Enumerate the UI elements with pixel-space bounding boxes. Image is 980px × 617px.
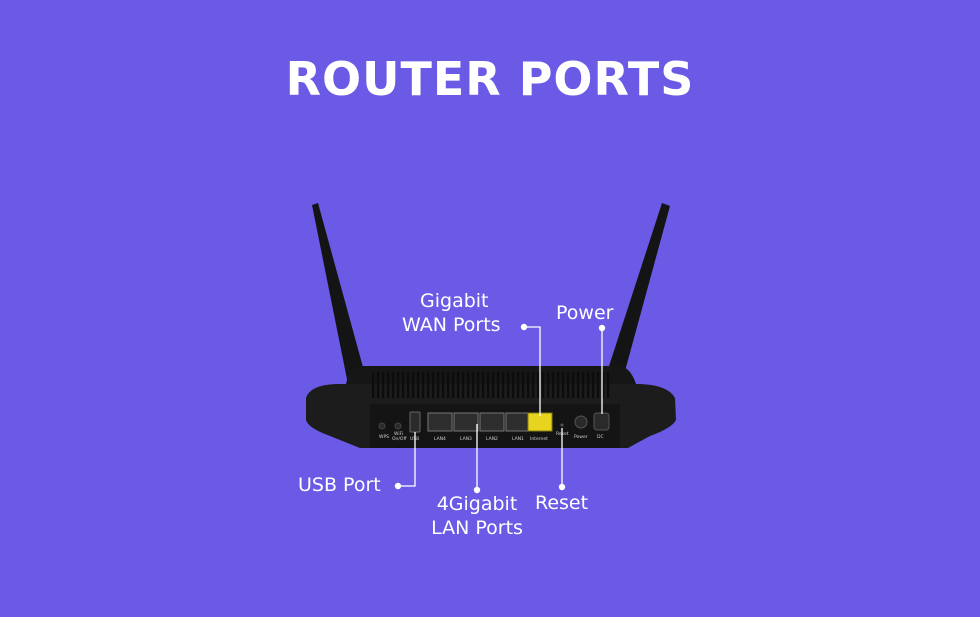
vent-slot: [472, 372, 475, 398]
vent-slot: [427, 372, 430, 398]
usb-callout-line: [398, 432, 416, 487]
wifi-label-1: WiFi: [394, 431, 403, 437]
vent-slot: [417, 372, 420, 398]
power-button: [574, 415, 588, 429]
power-callout-dot: [598, 324, 606, 332]
vent-slot: [487, 372, 490, 398]
lan-label-line1: 4Gigabit: [436, 493, 518, 515]
vent-slot: [587, 372, 590, 398]
vent-slot: [462, 372, 465, 398]
vent-slot: [422, 372, 425, 398]
vent-slot: [442, 372, 445, 398]
vent-grille: [372, 372, 610, 398]
power-label: Power: [556, 302, 614, 324]
page-title: ROUTER PORTS: [285, 52, 695, 106]
vent-slot: [572, 372, 575, 398]
dc-jack: [593, 412, 610, 431]
vent-slot: [562, 372, 565, 398]
vent-slot: [542, 372, 545, 398]
vent-slot: [522, 372, 525, 398]
vent-slot: [552, 372, 555, 398]
internet-label: Internet: [530, 436, 548, 442]
vent-slot: [372, 372, 375, 398]
dc-panel-label: DC: [597, 434, 604, 440]
wan-label-line1: Gigabit: [420, 290, 489, 312]
usb-label: USB Port: [298, 474, 381, 496]
vent-slot: [432, 372, 435, 398]
vent-slot: [482, 372, 485, 398]
lan3-label: LAN3: [460, 436, 472, 442]
wps-label: WPS: [379, 434, 389, 440]
usb-callout-dot: [394, 482, 402, 490]
vent-slot: [412, 372, 415, 398]
vent-slot: [567, 372, 570, 398]
wps-button: [378, 422, 386, 430]
vent-slot: [457, 372, 460, 398]
vent-slot: [452, 372, 455, 398]
vent-slot: [582, 372, 585, 398]
reset-hole: [560, 423, 564, 427]
vent-slot: [492, 372, 495, 398]
wan-label-line2: WAN Ports: [402, 314, 501, 336]
vent-slot: [397, 372, 400, 398]
vent-slot: [527, 372, 530, 398]
wifi-button: [394, 422, 402, 430]
wan-callout-line: [524, 326, 541, 416]
vent-slot: [537, 372, 540, 398]
vent-slot: [592, 372, 595, 398]
lan-callout-dot: [473, 486, 481, 494]
vent-slot: [377, 372, 380, 398]
vent-slot: [597, 372, 600, 398]
vent-slot: [607, 372, 610, 398]
vent-slot: [497, 372, 500, 398]
vent-slot: [517, 372, 520, 398]
vent-slot: [557, 372, 560, 398]
wifi-label-2: On/Off: [392, 436, 407, 442]
wan-callout-dot: [520, 323, 528, 331]
vent-slot: [512, 372, 515, 398]
router-body: [306, 366, 676, 448]
left-antenna: [312, 203, 372, 404]
vent-slot: [532, 372, 535, 398]
power-panel-label: Power: [574, 434, 588, 440]
right-antenna: [598, 203, 670, 404]
lan1-label: LAN1: [512, 436, 524, 442]
vent-slot: [407, 372, 410, 398]
vent-slot: [387, 372, 390, 398]
lan-ports: [427, 412, 531, 432]
vent-slot: [502, 372, 505, 398]
reset-callout-dot: [558, 483, 566, 491]
vent-slot: [382, 372, 385, 398]
vent-slot: [392, 372, 395, 398]
vent-slot: [507, 372, 510, 398]
vent-slot: [467, 372, 470, 398]
reset-label: Reset: [535, 492, 589, 514]
lan-label-line2: LAN Ports: [431, 517, 523, 539]
vent-slot: [477, 372, 480, 398]
vent-slot: [547, 372, 550, 398]
vent-slot: [602, 372, 605, 398]
usb-port: [409, 411, 421, 433]
vent-slot: [402, 372, 405, 398]
vent-slot: [577, 372, 580, 398]
vent-slot: [447, 372, 450, 398]
lan2-label: LAN2: [486, 436, 498, 442]
vent-slot: [437, 372, 440, 398]
lan4-label: LAN4: [434, 436, 446, 442]
